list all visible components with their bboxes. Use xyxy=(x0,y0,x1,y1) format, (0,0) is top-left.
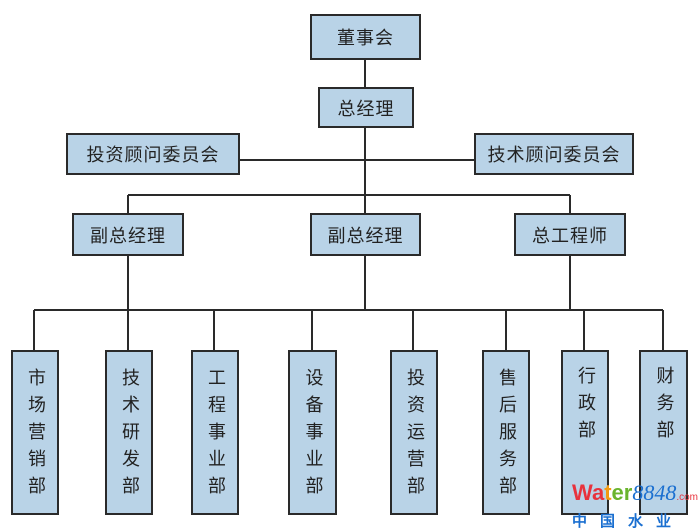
watermark-logo: Water8848.com 中国水业网 xyxy=(572,480,698,529)
investment-advisory-box: 投资顾问委员会 xyxy=(66,133,240,175)
general-manager-box: 总经理 xyxy=(318,87,414,128)
dept-investment-ops-box: 投资运营部 xyxy=(390,350,438,515)
dept-marketing-box: 市场营销部 xyxy=(11,350,59,515)
deputy-gm-left-box: 副总经理 xyxy=(72,213,184,256)
dept-finance-box: 财务部 xyxy=(639,350,688,515)
dept-rnd-box: 技术研发部 xyxy=(105,350,153,515)
dept-after-sales-box: 售后服务部 xyxy=(482,350,530,515)
technical-advisory-box: 技术顾问委员会 xyxy=(474,133,634,175)
board-box: 董事会 xyxy=(310,14,421,60)
dept-equipment-box: 设备事业部 xyxy=(288,350,337,515)
deputy-gm-middle-box: 副总经理 xyxy=(310,213,421,256)
chief-engineer-box: 总工程师 xyxy=(514,213,626,256)
dept-admin-box: 行政部 xyxy=(561,350,609,515)
dept-engineering-box: 工程事业部 xyxy=(191,350,239,515)
